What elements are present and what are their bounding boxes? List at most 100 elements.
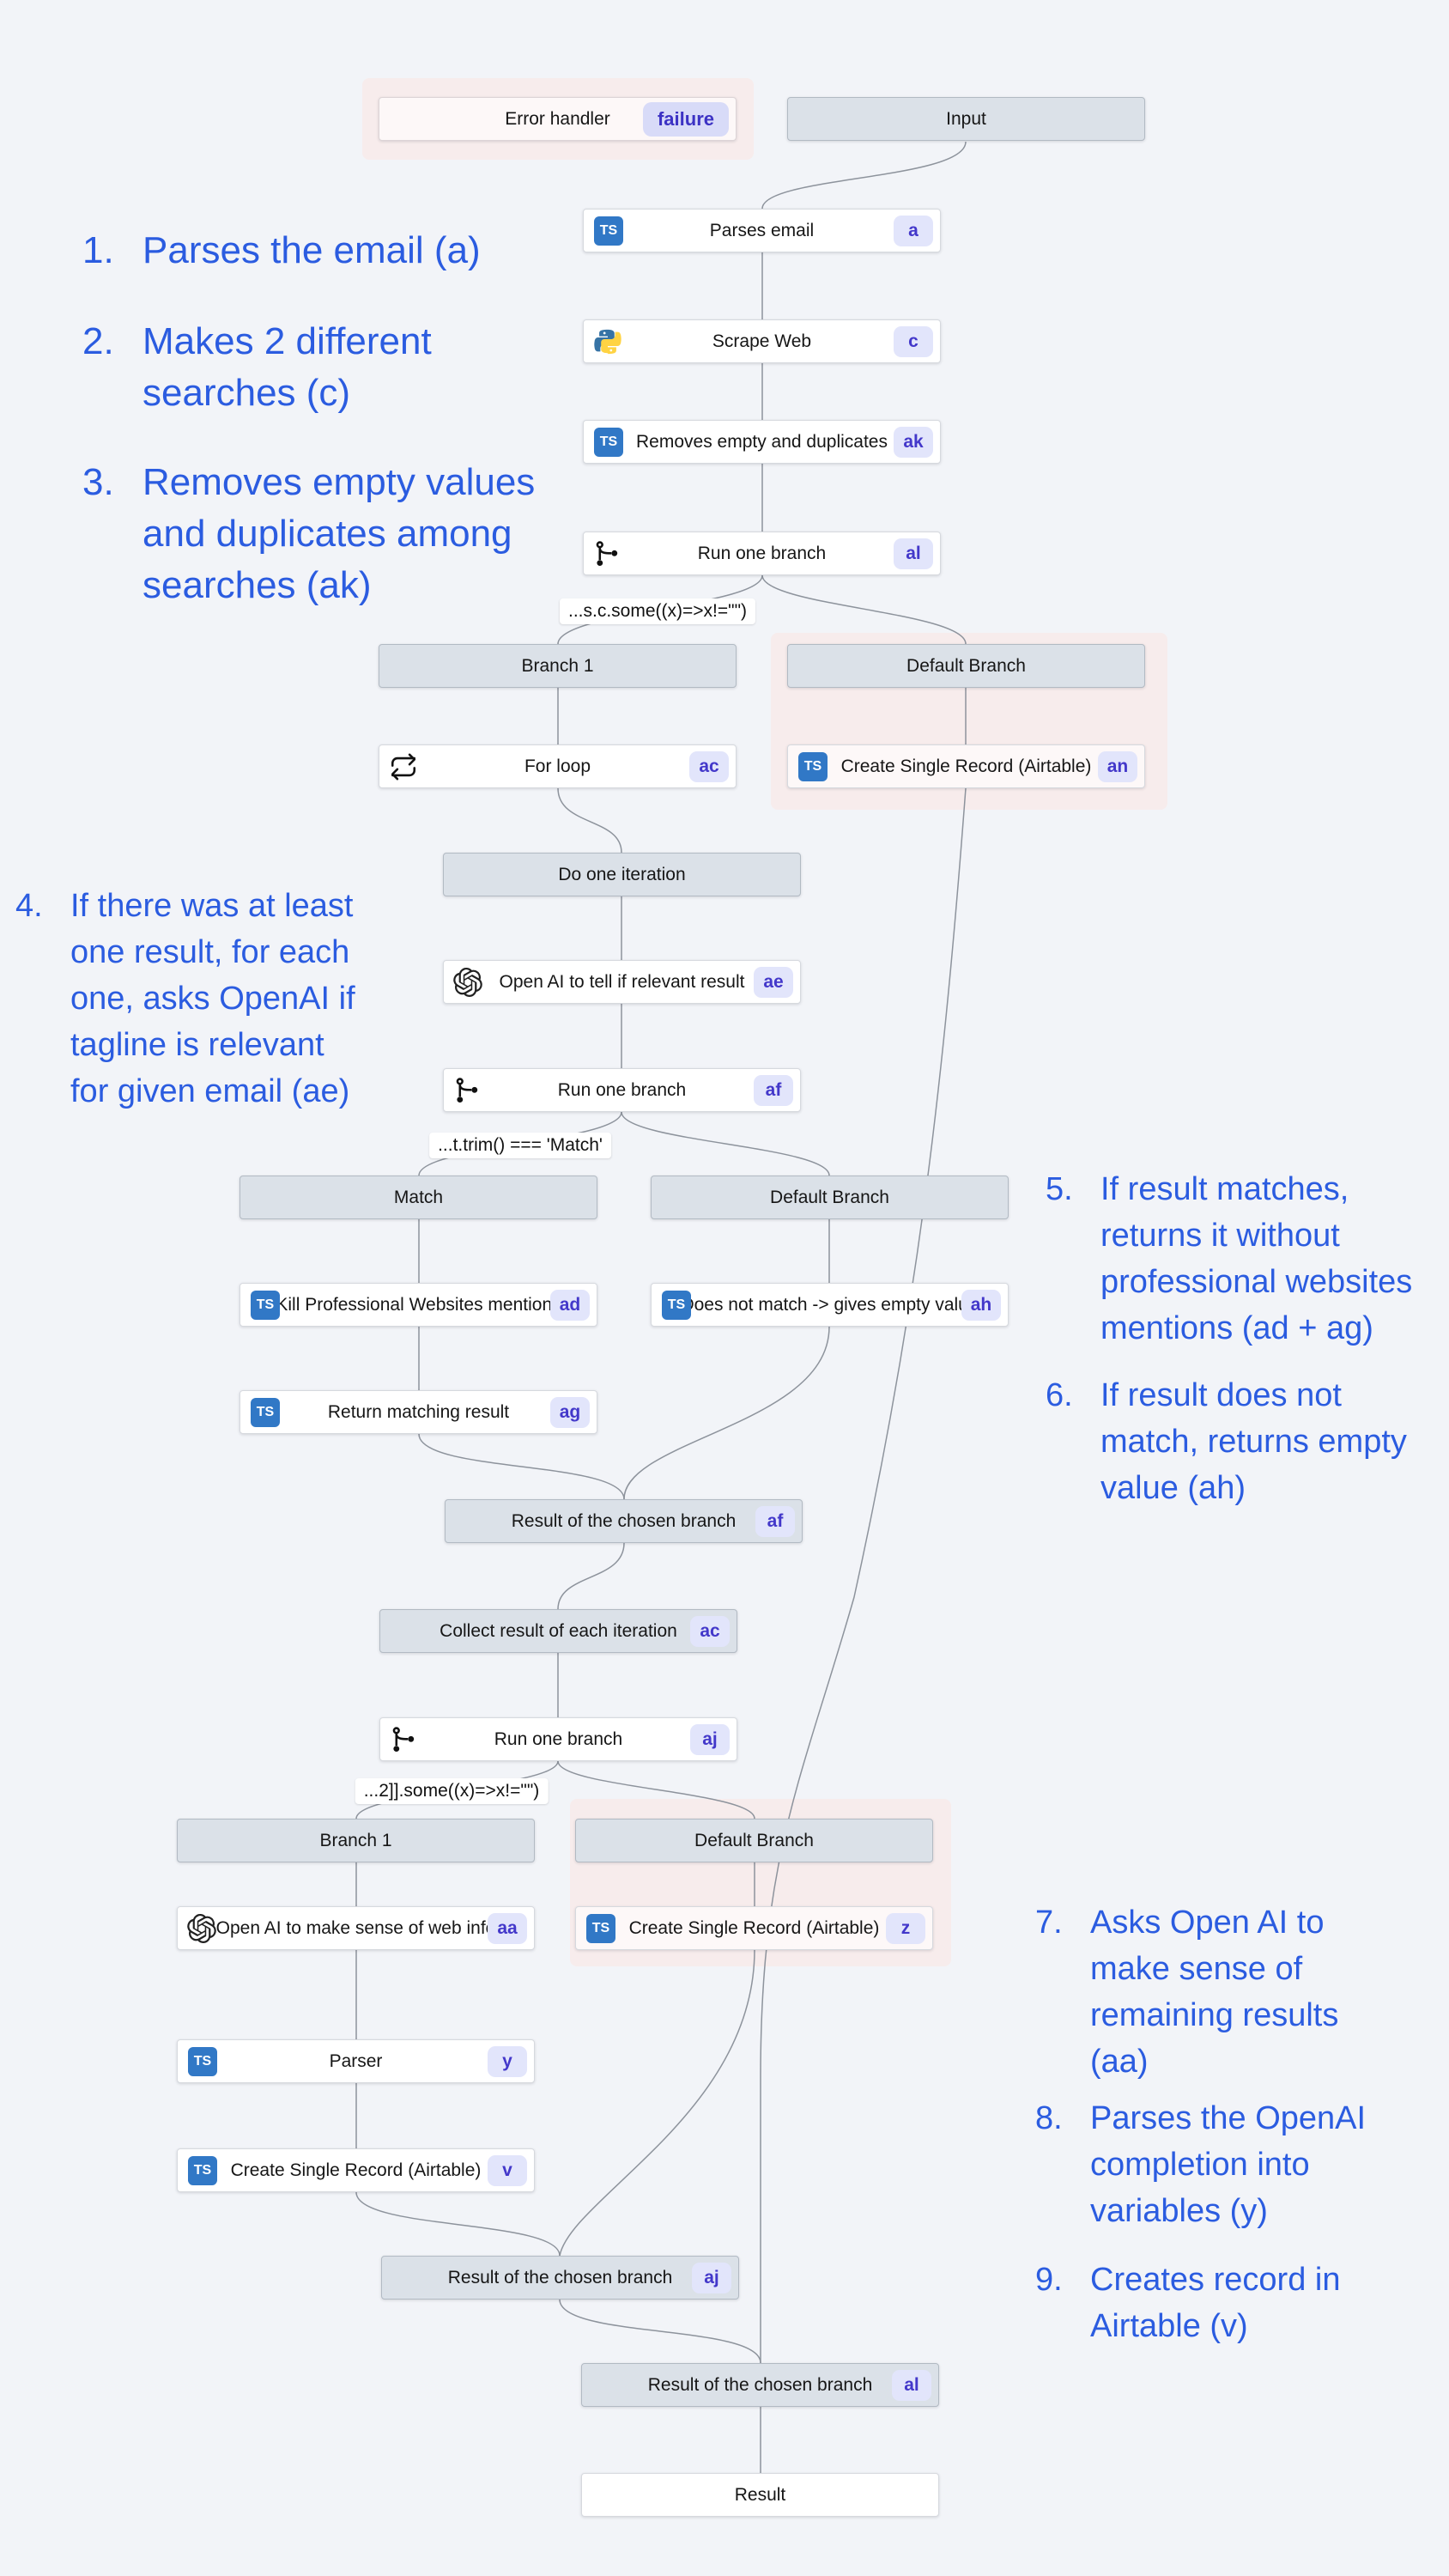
node-label: Result of the chosen branch <box>447 2267 673 2287</box>
failure-badge: failure <box>642 101 729 137</box>
node-run-one-branch-aj[interactable]: Run one branch aj <box>379 1717 737 1761</box>
node-run-one-branch-al[interactable]: Run one branch al <box>583 532 941 575</box>
header-default-branch-first[interactable]: Default Branch <box>787 644 1145 688</box>
node-badge: ae <box>754 966 793 998</box>
header-result-chosen-branch-aj[interactable]: Result of the chosen branch aj <box>381 2256 739 2300</box>
node-badge: ad <box>550 1289 590 1321</box>
annotation-number: 5. <box>1046 1171 1073 1207</box>
node-label: Match <box>393 1187 444 1207</box>
edge-resultaf-collect <box>557 1542 625 1610</box>
node-create-single-record-v[interactable]: TS Create Single Record (Airtable) v <box>177 2148 535 2192</box>
node-badge: aj <box>690 1723 730 1755</box>
branch-icon <box>596 540 618 566</box>
typescript-icon: TS <box>586 1913 615 1943</box>
python-icon <box>594 329 621 354</box>
typescript-icon: TS <box>188 2155 217 2185</box>
edge-resultaj-resultal <box>559 2299 761 2364</box>
node-label: Parses email <box>709 220 815 240</box>
header-branch-1-second[interactable]: Branch 1 <box>177 1819 535 1862</box>
node-badge: al <box>892 2369 931 2401</box>
edge-input-parses <box>761 141 967 210</box>
node-label: Input <box>946 108 986 129</box>
node-label: Result of the chosen branch <box>511 1510 737 1531</box>
typescript-icon: TS <box>594 427 623 457</box>
annotation-7: 7. Asks Open AI to make sense of remaini… <box>1035 1899 1338 2085</box>
node-run-one-branch-af[interactable]: Run one branch af <box>443 1068 801 1112</box>
annotation-text: If result does not match, returns empty … <box>1100 1377 1407 1506</box>
annotation-text: Asks Open AI to make sense of remaining … <box>1090 1905 1339 2080</box>
node-label: Does not match -> gives empty value <box>681 1294 979 1315</box>
node-openai-relevant-ae[interactable]: Open AI to tell if relevant result ae <box>443 960 801 1004</box>
annotation-number: 6. <box>1046 1377 1073 1413</box>
header-result-chosen-branch-af[interactable]: Result of the chosen branch af <box>445 1499 803 1543</box>
node-create-single-record-an[interactable]: TS Create Single Record (Airtable) an <box>787 744 1145 788</box>
header-do-one-iteration[interactable]: Do one iteration <box>443 853 801 896</box>
branch-icon <box>392 1726 415 1752</box>
header-branch-1-first[interactable]: Branch 1 <box>379 644 737 688</box>
annotation-6: 6. If result does not match, returns emp… <box>1046 1372 1407 1511</box>
node-label: For loop <box>524 756 591 776</box>
node-parses-email[interactable]: TS Parses email a <box>583 209 941 252</box>
node-label: Branch 1 <box>319 1830 392 1850</box>
typescript-icon: TS <box>251 1397 280 1427</box>
edge-ah-resultaf <box>623 1326 830 1500</box>
node-label: Run one branch <box>697 543 827 563</box>
header-default-branch-second[interactable]: Default Branch <box>651 1176 1009 1219</box>
annotation-text: Makes 2 different searches (c) <box>142 320 432 414</box>
node-label: Default Branch <box>906 655 1026 676</box>
header-default-branch-third[interactable]: Default Branch <box>575 1819 933 1862</box>
node-label: Kill Professional Websites mentions <box>276 1294 561 1315</box>
annotation-number: 7. <box>1035 1905 1063 1941</box>
annotation-3: 3. Removes empty values and duplicates a… <box>82 457 535 611</box>
header-result-chosen-branch-al[interactable]: Result of the chosen branch al <box>581 2363 939 2407</box>
annotation-9: 9. Creates record in Airtable (v) <box>1035 2257 1340 2349</box>
node-return-matching-result-ag[interactable]: TS Return matching result ag <box>239 1390 597 1434</box>
node-openai-make-sense-aa[interactable]: Open AI to make sense of web info aa <box>177 1906 535 1950</box>
node-badge: z <box>886 1912 925 1944</box>
node-input[interactable]: Input <box>787 97 1145 141</box>
node-label: Collect result of each iteration <box>440 1620 677 1641</box>
header-match[interactable]: Match <box>239 1176 597 1219</box>
node-label: Create Single Record (Airtable) <box>840 756 1092 776</box>
branch-condition-3[interactable]: ...2]].some((x)=>x!="") <box>355 1778 549 1804</box>
branch-icon <box>456 1077 478 1103</box>
node-for-loop[interactable]: For loop ac <box>379 744 737 788</box>
node-result[interactable]: Result <box>581 2473 939 2517</box>
branch-condition-2[interactable]: ...t.trim() === 'Match' <box>429 1133 611 1158</box>
node-label: Open AI to make sense of web info <box>215 1917 496 1938</box>
node-parser-y[interactable]: TS Parser y <box>177 2039 535 2083</box>
annotation-1: 1. Parses the email (a) <box>82 225 481 276</box>
node-does-not-match-ah[interactable]: TS Does not match -> gives empty value a… <box>651 1283 1009 1327</box>
openai-icon <box>187 1913 216 1943</box>
node-badge: al <box>894 538 933 569</box>
node-scrape-web[interactable]: Scrape Web c <box>583 319 941 363</box>
node-label: Run one branch <box>557 1079 687 1100</box>
node-removes-empty-duplicates[interactable]: TS Removes empty and duplicates ak <box>583 420 941 464</box>
node-create-single-record-z[interactable]: TS Create Single Record (Airtable) z <box>575 1906 933 1950</box>
node-label: Result of the chosen branch <box>647 2374 873 2395</box>
edge-al-default1 <box>761 574 967 645</box>
typescript-icon: TS <box>188 2046 217 2076</box>
annotation-text: Removes empty values and duplicates amon… <box>142 461 536 606</box>
node-badge: af <box>754 1074 793 1106</box>
node-badge: ag <box>550 1396 590 1428</box>
node-badge: c <box>894 325 933 357</box>
edge-an-resultal <box>760 787 967 2363</box>
edge-v-resultaj <box>355 2191 561 2257</box>
branch-condition-1[interactable]: ...s.c.some((x)=>x!="") <box>559 598 756 624</box>
annotation-number: 4. <box>15 888 43 924</box>
node-badge: aa <box>488 1912 527 1944</box>
node-error-handler[interactable]: Error handler failure <box>379 97 737 141</box>
annotation-8: 8. Parses the OpenAI completion into var… <box>1035 2095 1366 2234</box>
node-label: Scrape Web <box>712 331 812 351</box>
node-kill-professional-websites-ad[interactable]: TS Kill Professional Websites mentions a… <box>239 1283 597 1327</box>
node-badge: a <box>894 215 933 246</box>
node-label: Error handler <box>505 108 610 129</box>
annotation-text: If result matches, returns it without pr… <box>1100 1171 1413 1346</box>
node-badge: aj <box>692 2262 731 2293</box>
node-label: Default Branch <box>694 1830 814 1850</box>
node-label: Parser <box>329 2050 383 2071</box>
header-collect-result-ac[interactable]: Collect result of each iteration ac <box>379 1609 737 1653</box>
annotation-text: Creates record in Airtable (v) <box>1090 2262 1341 2344</box>
